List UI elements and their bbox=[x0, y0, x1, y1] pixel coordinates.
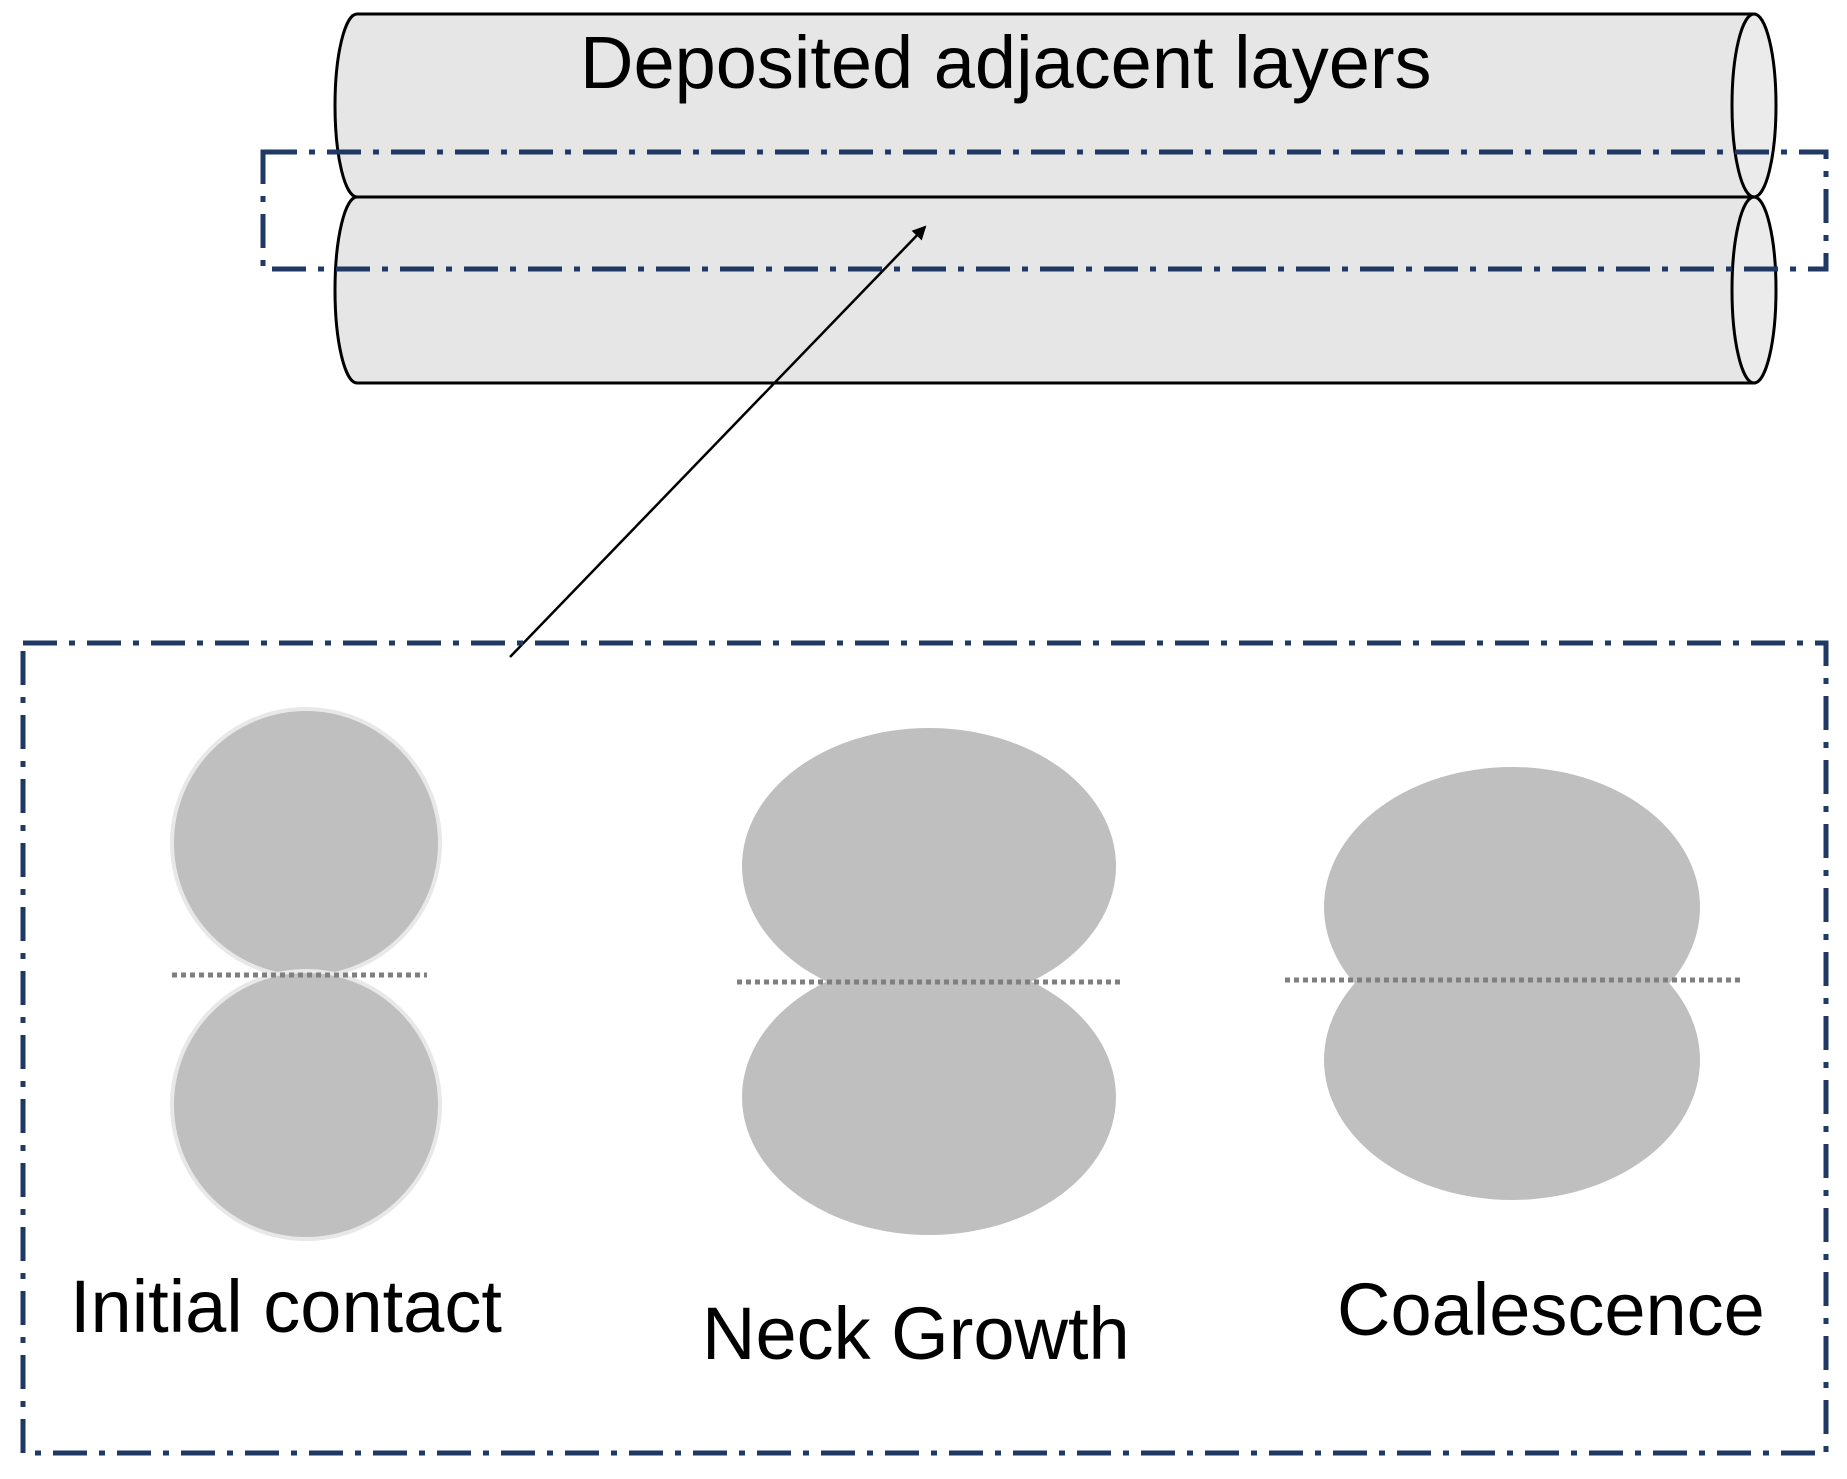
initial-top-droplet bbox=[170, 707, 442, 979]
neck-growth-label: Neck Growth bbox=[702, 1292, 1130, 1375]
diagram-title: Deposited adjacent layers bbox=[580, 21, 1432, 104]
coalescence-bottom-droplet bbox=[1324, 920, 1700, 1200]
upper-filament-end-cap bbox=[1730, 12, 1778, 199]
neck-bottom-droplet bbox=[742, 959, 1116, 1235]
initial-contact-droplets bbox=[170, 707, 442, 1241]
neck-top-droplet bbox=[742, 728, 1116, 1004]
zoom-arrow bbox=[509, 225, 927, 658]
initial-bottom-droplet bbox=[170, 969, 442, 1241]
lower-filament bbox=[333, 195, 1778, 385]
coalescence-droplets bbox=[1285, 767, 1740, 1200]
detail-frame bbox=[20, 640, 1829, 1456]
neck-growth-droplets bbox=[737, 728, 1120, 1235]
coalescence-label: Coalescence bbox=[1337, 1268, 1765, 1351]
lower-filament-end-cap bbox=[1730, 195, 1778, 385]
initial-contact-label: Initial contact bbox=[70, 1265, 502, 1348]
interface-highlight-frame bbox=[260, 149, 1829, 272]
